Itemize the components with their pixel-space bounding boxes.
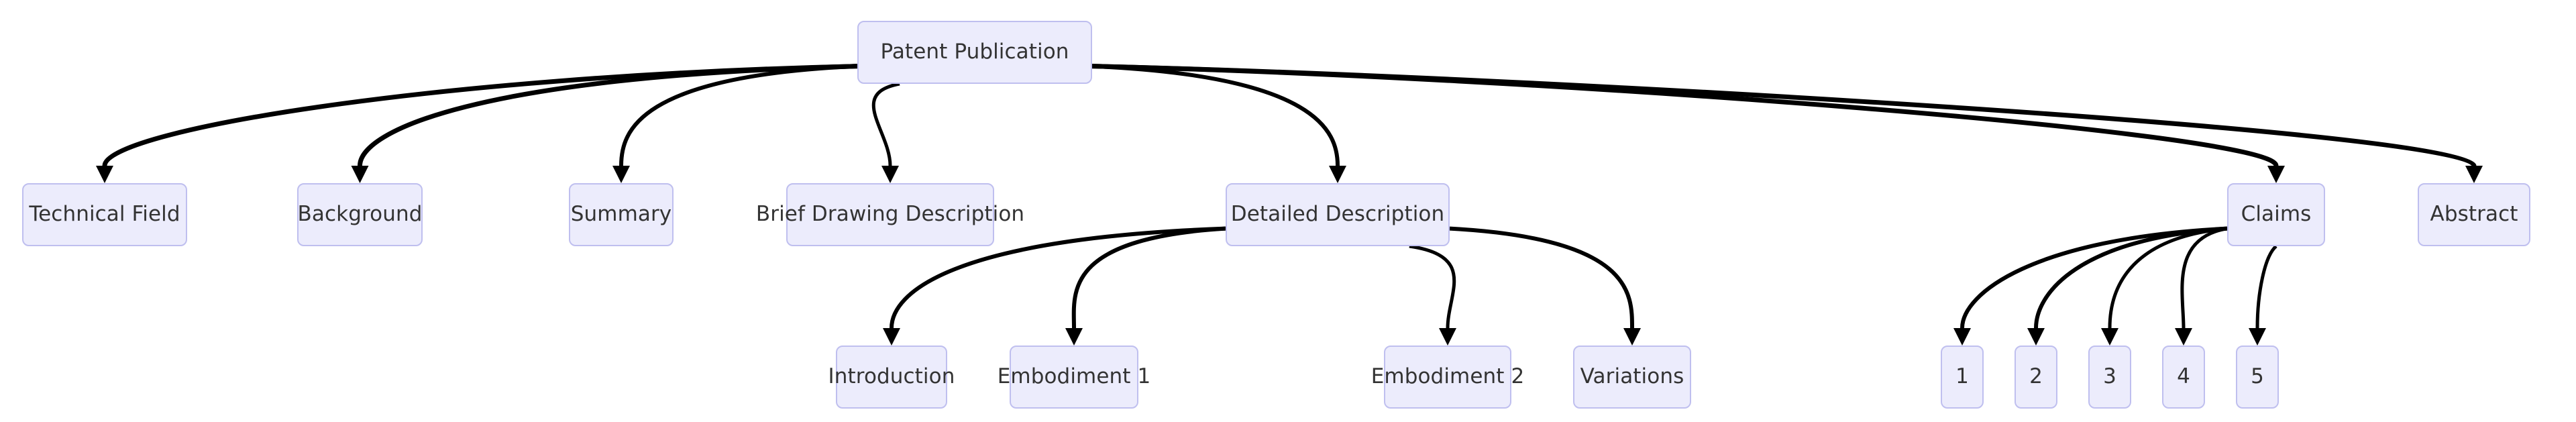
node-background[interactable]: Background xyxy=(297,183,423,246)
node-label-claim4: 4 xyxy=(2177,364,2190,388)
node-label-background: Background xyxy=(297,201,423,226)
node-label-claim1: 1 xyxy=(1955,364,1969,388)
node-claim1[interactable]: 1 xyxy=(1941,346,1984,409)
node-claim4[interactable]: 4 xyxy=(2162,346,2205,409)
node-label-detailed: Detailed Description xyxy=(1230,201,1445,226)
node-label-claims: Claims xyxy=(2241,201,2312,226)
node-claim5[interactable]: 5 xyxy=(2236,346,2279,409)
node-variations[interactable]: Variations xyxy=(1573,346,1691,409)
node-root[interactable]: Patent Publication xyxy=(857,21,1092,84)
node-claim3[interactable]: 3 xyxy=(2088,346,2131,409)
node-embodiment2[interactable]: Embodiment 2 xyxy=(1371,346,1524,409)
node-label-root: Patent Publication xyxy=(880,39,1069,64)
node-intro[interactable]: Introduction xyxy=(828,346,955,409)
node-label-briefdraw: Brief Drawing Description xyxy=(755,201,1025,226)
node-briefdraw[interactable]: Brief Drawing Description xyxy=(756,183,1024,246)
node-label-technical: Technical Field xyxy=(29,201,180,226)
node-claim2[interactable]: 2 xyxy=(2015,346,2057,409)
node-technical[interactable]: Technical Field xyxy=(22,183,187,246)
node-label-claim5: 5 xyxy=(2251,364,2264,388)
node-summary[interactable]: Summary xyxy=(569,183,674,246)
node-label-intro: Introduction xyxy=(828,364,955,388)
node-label-embodiment1: Embodiment 1 xyxy=(997,364,1151,388)
node-claims[interactable]: Claims xyxy=(2227,183,2325,246)
node-detailed[interactable]: Detailed Description xyxy=(1226,183,1450,246)
node-label-claim2: 2 xyxy=(2029,364,2043,388)
node-label-embodiment2: Embodiment 2 xyxy=(1371,364,1525,388)
node-label-summary: Summary xyxy=(570,201,672,226)
node-label-abstract: Abstract xyxy=(2430,201,2518,226)
node-abstract[interactable]: Abstract xyxy=(2418,183,2530,246)
node-embodiment1[interactable]: Embodiment 1 xyxy=(998,346,1150,409)
node-label-variations: Variations xyxy=(1580,364,1684,388)
node-label-claim3: 3 xyxy=(2103,364,2116,388)
